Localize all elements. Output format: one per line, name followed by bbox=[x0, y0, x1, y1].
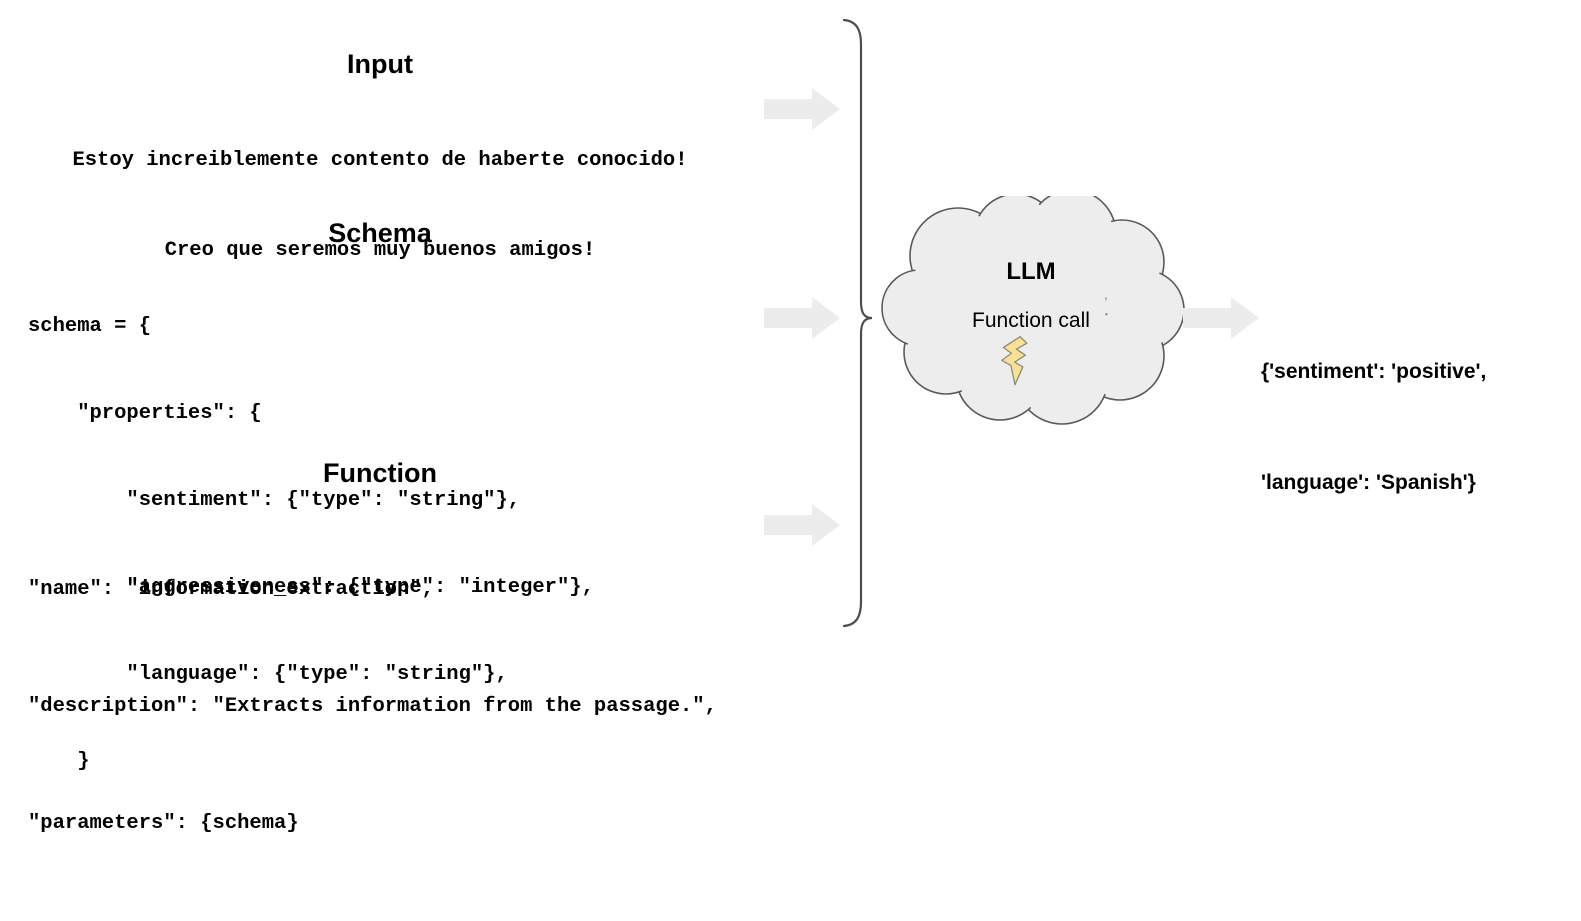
output-line-1: {'sentiment': 'positive', bbox=[1261, 360, 1487, 383]
function-heading: Function bbox=[323, 458, 437, 488]
output-text-block: {'sentiment': 'positive', 'language': 'S… bbox=[1261, 279, 1486, 575]
lightning-bolt-icon bbox=[998, 335, 1040, 387]
schema-heading: Schema bbox=[328, 218, 432, 248]
schema-line-1: schema = { bbox=[28, 315, 152, 338]
llm-cloud: LLM Function call bbox=[876, 189, 1186, 432]
input-heading: Input bbox=[347, 49, 413, 79]
function-line-1: "name": "information_extraction", bbox=[28, 578, 434, 601]
llm-title: LLM bbox=[1006, 258, 1056, 285]
output-arrow-icon bbox=[1183, 297, 1259, 339]
schema-line-4: "aggressiveness": {"type": "integer"}, bbox=[28, 576, 594, 599]
function-code-block: "name": "information_extraction", "descr… bbox=[28, 492, 717, 921]
diagram-canvas: Input Estoy increiblemente contento de h… bbox=[0, 18, 1486, 835]
grouping-brace-icon bbox=[830, 18, 886, 628]
function-line-2: "description": "Extracts information fro… bbox=[28, 695, 717, 718]
function-arrow-icon bbox=[764, 504, 840, 546]
input-line-1: Estoy increiblemente contento de haberte… bbox=[72, 149, 688, 172]
output-line-2: 'language': 'Spanish'} bbox=[1261, 471, 1476, 494]
function-line-3: "parameters": {schema} bbox=[28, 812, 299, 835]
schema-line-3: "sentiment": {"type": "string"}, bbox=[28, 489, 521, 512]
input-arrow-icon bbox=[764, 88, 840, 130]
schema-line-2: "properties": { bbox=[28, 402, 262, 425]
cloud-shape-icon bbox=[881, 189, 1185, 425]
input-text-block: Estoy increiblemente contento de haberte… bbox=[0, 86, 760, 326]
llm-subtitle: Function call bbox=[972, 309, 1090, 332]
input-line-2: Creo que seremos muy buenos amigos! bbox=[164, 239, 596, 262]
schema-arrow-icon bbox=[764, 297, 840, 339]
